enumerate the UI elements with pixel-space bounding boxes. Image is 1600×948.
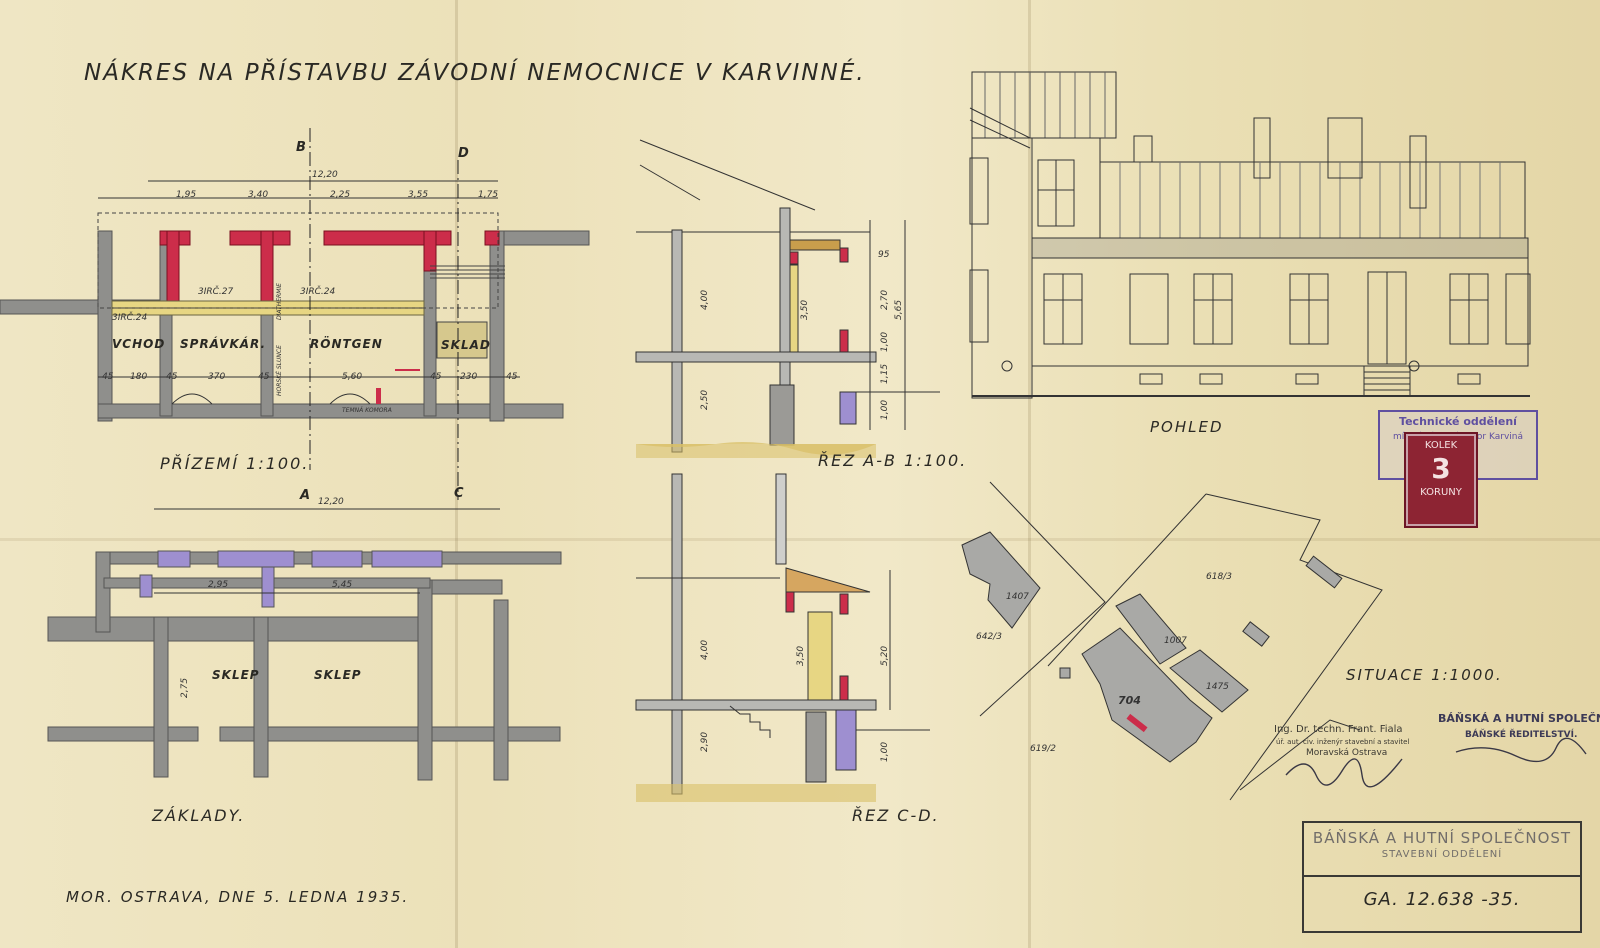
paper-fold <box>1028 0 1031 948</box>
dim-section-cd: 3,50 <box>796 645 806 666</box>
section-cd <box>635 473 930 802</box>
department-stamp-dept: STAVEBNÍ ODDĚLENÍ <box>1381 849 1503 860</box>
department-stamp: BÁŇSKÁ A HUTNÍ SPOLEČNOST STAVEBNÍ ODDĚL… <box>1302 821 1582 933</box>
dim-bottom: 230 <box>460 372 478 382</box>
axis-a: A <box>300 488 312 503</box>
dim-foundation-left: 2,75 <box>180 677 190 698</box>
paper-fold <box>455 0 458 948</box>
room-sklad: SKLAD <box>441 338 491 352</box>
axis-b: B <box>296 140 307 155</box>
signatures <box>1285 737 1587 788</box>
parcel-label: 619/2 <box>1030 744 1056 754</box>
room-sklep-1: SKLEP <box>212 668 260 682</box>
engineer-line: úř. aut. civ. inženýr stavební a stavite… <box>1276 738 1410 746</box>
axis-c: C <box>454 486 465 501</box>
dim-section-ab: 2,50 <box>700 389 710 410</box>
dim-chain: 1,95 <box>176 190 197 200</box>
section-ab <box>635 139 940 458</box>
dim-bottom: 45 <box>166 372 178 382</box>
dim-chain: 1,75 <box>478 190 499 200</box>
room-rontgen: RÖNTGEN <box>310 337 383 351</box>
caption-foundations: ZÁKLADY. <box>152 806 246 825</box>
room-vchod: VCHOD <box>112 337 166 351</box>
revenue-stamp: KOLEK 3 KORUNY <box>1404 432 1478 528</box>
parcel-label: 1407 <box>1006 592 1029 602</box>
drawing-reference-number: GA. 12.638 -35. <box>1363 889 1521 910</box>
dim-section-cd: 2,90 <box>700 731 710 752</box>
dim-bottom: 45 <box>258 372 270 382</box>
dim-section-cd: 1,00 <box>880 741 890 762</box>
dim-foundation-overall: 12,20 <box>318 497 344 507</box>
paper-fold <box>0 538 1600 541</box>
dim-section-ab: 3,50 <box>800 299 810 320</box>
dim-bottom: 370 <box>208 372 226 382</box>
dim-section-cd: 4,00 <box>700 639 710 660</box>
dim-chain: 3,55 <box>408 190 429 200</box>
dim-section-cd: 5,20 <box>880 645 890 666</box>
revenue-stamp-top: KOLEK <box>1424 440 1458 451</box>
dim-bottom: 45 <box>506 372 518 382</box>
dim-overall: 12,20 <box>312 170 338 180</box>
dim-bottom: 5,60 <box>342 372 363 382</box>
caption-site-plan: SITUACE 1:1000. <box>1346 666 1503 684</box>
room-sklep-2: SKLEP <box>314 668 362 682</box>
dim-section-ab: 95 <box>878 250 890 260</box>
dim-chain: 2,25 <box>330 190 351 200</box>
engineer-line: Moravská Ostrava <box>1306 748 1388 758</box>
dim-width: 3IRČ.24 <box>300 287 336 297</box>
dim-section-ab: 5,65 <box>894 299 904 320</box>
front-elevation <box>969 71 1531 399</box>
revenue-stamp-bottom: KORUNY <box>1420 487 1462 498</box>
dim-width: 3IRČ.27 <box>198 287 234 297</box>
axis-d: D <box>458 146 470 161</box>
caption-ground-floor: PŘÍZEMÍ 1:100. <box>160 454 310 473</box>
site-plan <box>961 481 1383 801</box>
revenue-stamp-value: 3 <box>1431 452 1451 485</box>
drawing-title: NÁKRES NA PŘÍSTAVBU ZÁVODNÍ NEMOCNICE V … <box>84 60 866 86</box>
date-line: MOR. OSTRAVA, DNE 5. LEDNA 1935. <box>66 888 410 906</box>
dim-section-ab: 1,00 <box>880 399 890 420</box>
parcel-label: 704 <box>1118 694 1141 707</box>
room-spravkar: SPRÁVKÁR. <box>180 337 267 351</box>
dim-foundation: 2,95 <box>208 580 229 590</box>
parcel-label: 1475 <box>1206 682 1229 692</box>
dim-bottom: 45 <box>102 372 114 382</box>
room-horske-slunce: HORSKÉ SLUNCE <box>276 345 283 396</box>
stamp-line: Technické oddělení <box>1399 415 1517 428</box>
foundation-plan <box>47 508 562 781</box>
caption-section-cd: ŘEZ C-D. <box>852 806 940 825</box>
parcel-label: 642/3 <box>976 632 1002 642</box>
engineer-line: Ing. Dr. techn. Frant. Fiala <box>1274 724 1403 735</box>
department-stamp-header: BÁŇSKÁ A HUTNÍ SPOLEČNOST STAVEBNÍ ODDĚL… <box>1304 823 1580 877</box>
parcel-label: 618/3 <box>1206 572 1232 582</box>
room-temna-komora: TEMNÁ KOMORA <box>342 407 392 414</box>
ground-floor-plan <box>0 128 590 500</box>
dim-bottom: 180 <box>130 372 148 382</box>
caption-elevation: POHLED <box>1150 418 1224 436</box>
parcel-label: 1007 <box>1164 636 1187 646</box>
room-diathermie: DIATHERMIE <box>276 283 283 320</box>
dim-section-ab: 4,00 <box>700 289 710 310</box>
dim-section-ab: 2,70 <box>880 289 890 310</box>
company-stamp: BÁŇSKÁ A HUTNÍ SPOLEČNOST <box>1438 712 1600 725</box>
dim-bottom: 45 <box>430 372 442 382</box>
dim-foundation: 5,45 <box>332 580 353 590</box>
dim-width: 3IRČ.24 <box>112 313 148 323</box>
dim-section-ab: 1,00 <box>880 331 890 352</box>
dim-chain: 3,40 <box>248 190 269 200</box>
dim-section-ab: 1,15 <box>880 363 890 384</box>
caption-section-ab: ŘEZ A-B 1:100. <box>818 451 968 470</box>
company-stamp-sub: BÁŇSKÉ ŘEDITELSTVÍ. <box>1465 730 1578 740</box>
department-stamp-company: BÁŇSKÁ A HUTNÍ SPOLEČNOST <box>1312 829 1572 847</box>
